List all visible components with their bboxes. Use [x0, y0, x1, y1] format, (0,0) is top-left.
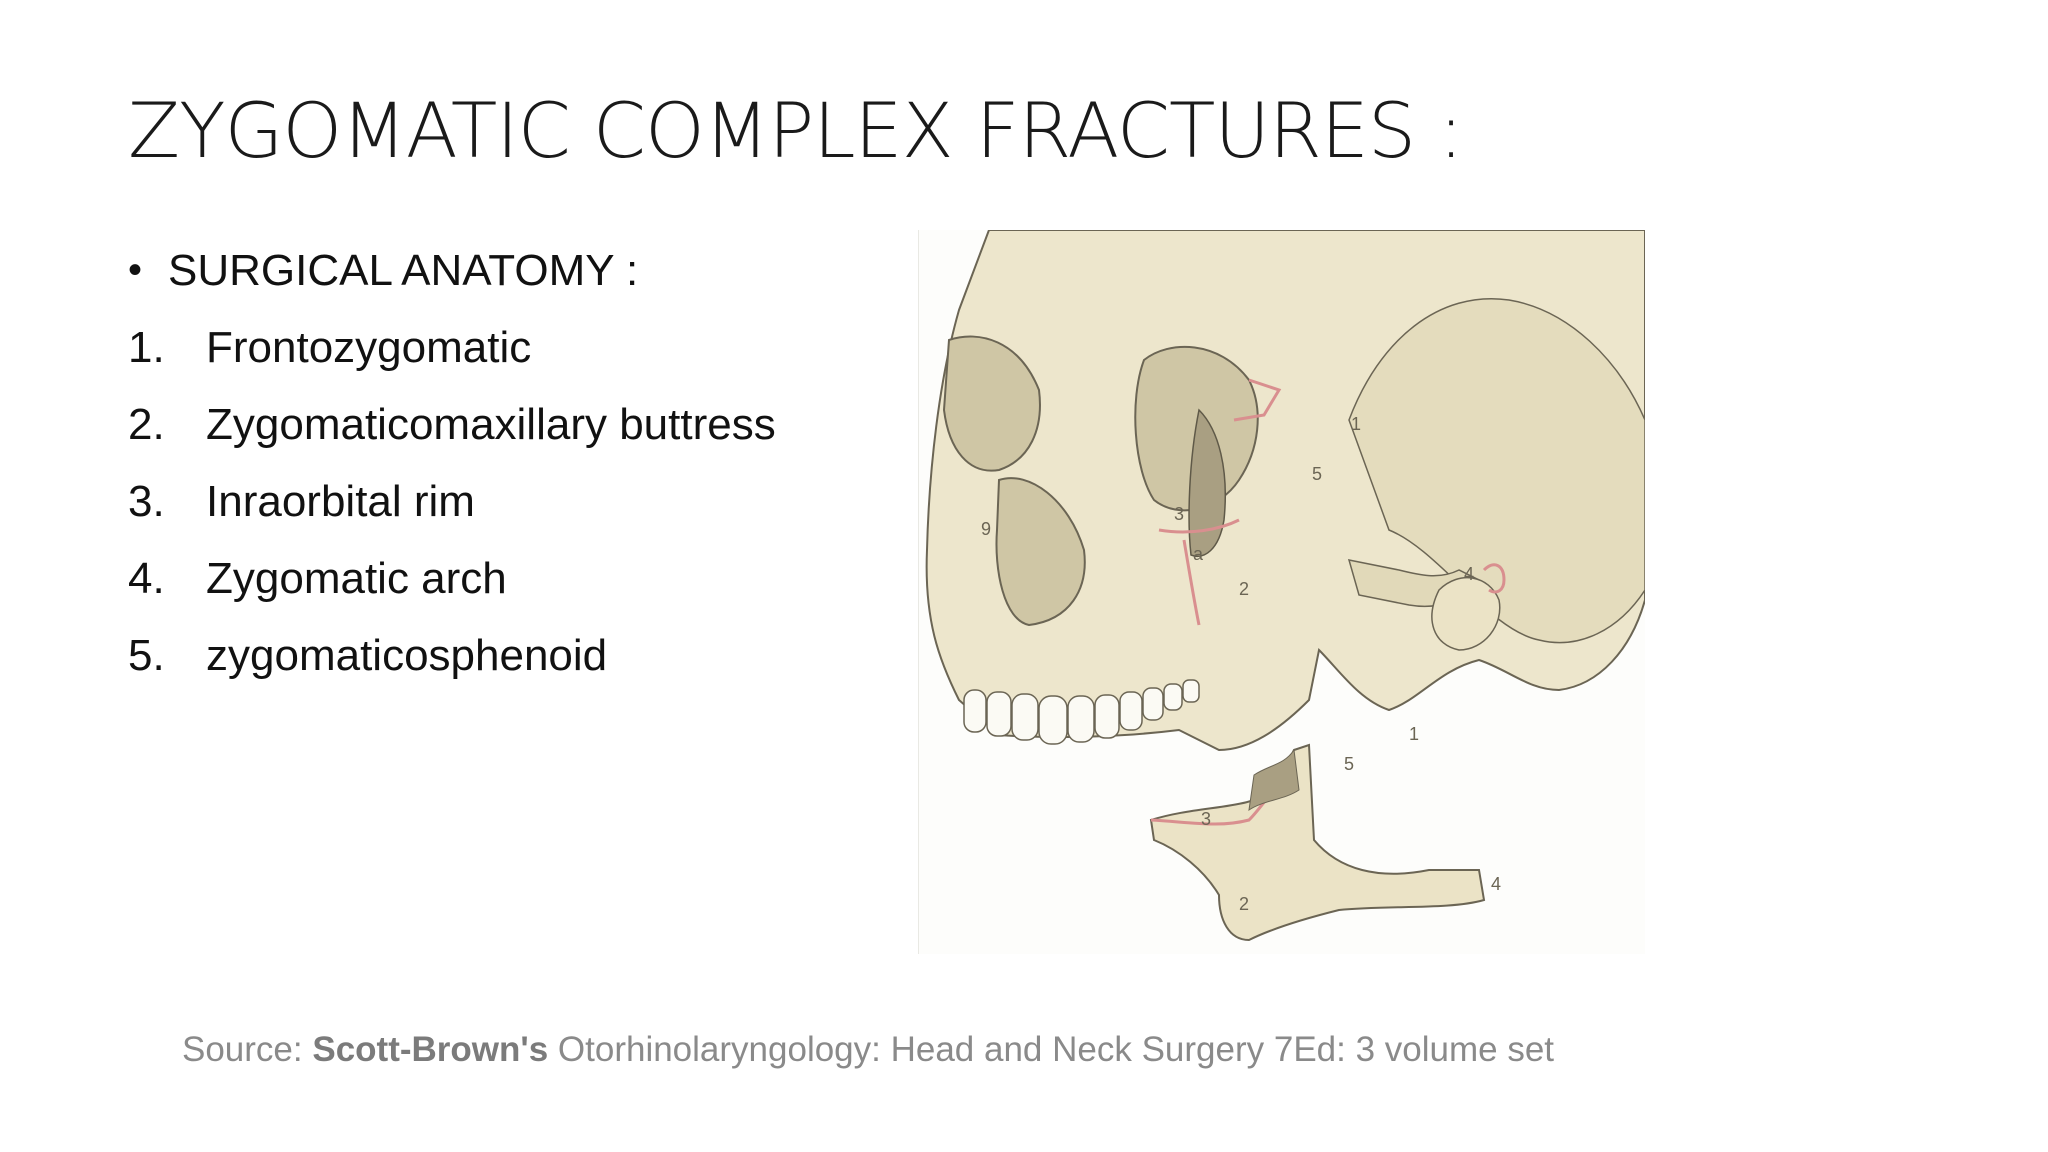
- condyle-region: [1431, 576, 1501, 651]
- fracture-line-infraorbital: [1158, 518, 1240, 534]
- fracture-line-frontozygomatic: [1233, 378, 1282, 422]
- label-9: 9: [981, 519, 991, 539]
- item-text: Inraorbital rim: [206, 476, 475, 526]
- list-item: 2. Zygomaticomaxillary buttress: [128, 386, 908, 463]
- label-1: 1: [1351, 414, 1361, 434]
- item-text: Frontozygomatic: [206, 322, 532, 372]
- source-prefix: Source:: [182, 1030, 313, 1069]
- label-zygoma-2: 2: [1239, 894, 1249, 914]
- list-heading: • SURGICAL ANATOMY :: [128, 232, 908, 309]
- item-number: 1.: [128, 322, 165, 372]
- item-number: 5.: [128, 630, 165, 680]
- label-a: a: [1193, 544, 1204, 564]
- list-item: 1. Frontozygomatic: [128, 309, 908, 386]
- label-3: 3: [1174, 504, 1184, 524]
- fracture-line-buttress: [1182, 539, 1201, 626]
- item-text: Zygomatic arch: [206, 553, 507, 603]
- item-text: zygomaticosphenoid: [206, 630, 608, 680]
- label-zygoma-5: 5: [1344, 754, 1354, 774]
- label-2: 2: [1239, 579, 1249, 599]
- item-number: 2.: [128, 399, 165, 449]
- source-book-author: Scott-Brown's: [312, 1030, 549, 1069]
- skull-drawing: 1 2 3 4 5 9 a 1 2 3 4 5: [925, 230, 1645, 942]
- list-item: 5. zygomaticosphenoid: [128, 617, 908, 694]
- item-text: Zygomaticomaxillary buttress: [206, 399, 776, 449]
- right-orbit: [942, 335, 1041, 472]
- label-zygoma-3: 3: [1201, 809, 1211, 829]
- label-zygoma-1: 1: [1409, 724, 1419, 744]
- fracture-line-arch: [1482, 563, 1506, 594]
- bullet-marker: •: [128, 248, 143, 292]
- isolated-zygoma: [1149, 743, 1486, 942]
- label-5: 5: [1312, 464, 1322, 484]
- list-item: 3. Inraorbital rim: [128, 463, 908, 540]
- sphenoid-wing: [1188, 408, 1227, 557]
- upper-teeth: [963, 679, 1200, 745]
- isolated-zygoma-shadow: [1248, 748, 1300, 812]
- label-zygoma-4: 4: [1491, 874, 1501, 894]
- item-number: 3.: [128, 476, 165, 526]
- source-book-title: Otorhinolaryngology: Head and Neck Surge…: [548, 1030, 1555, 1069]
- slide-title: ZYGOMATIC COMPLEX FRACTURES :: [128, 86, 1464, 175]
- list-item: 4. Zygomatic arch: [128, 540, 908, 617]
- anatomy-list: • SURGICAL ANATOMY : 1. Frontozygomatic …: [128, 232, 908, 694]
- nasal-cavity: [995, 477, 1086, 627]
- label-4: 4: [1464, 564, 1474, 584]
- item-number: 4.: [128, 553, 165, 603]
- skull-illustration: 1 2 3 4 5 9 a 1 2 3 4 5: [918, 230, 1645, 954]
- list-heading-text: SURGICAL ANATOMY :: [168, 245, 639, 295]
- source-citation: Source: Scott-Brown's Otorhinolaryngolog…: [182, 1030, 1554, 1070]
